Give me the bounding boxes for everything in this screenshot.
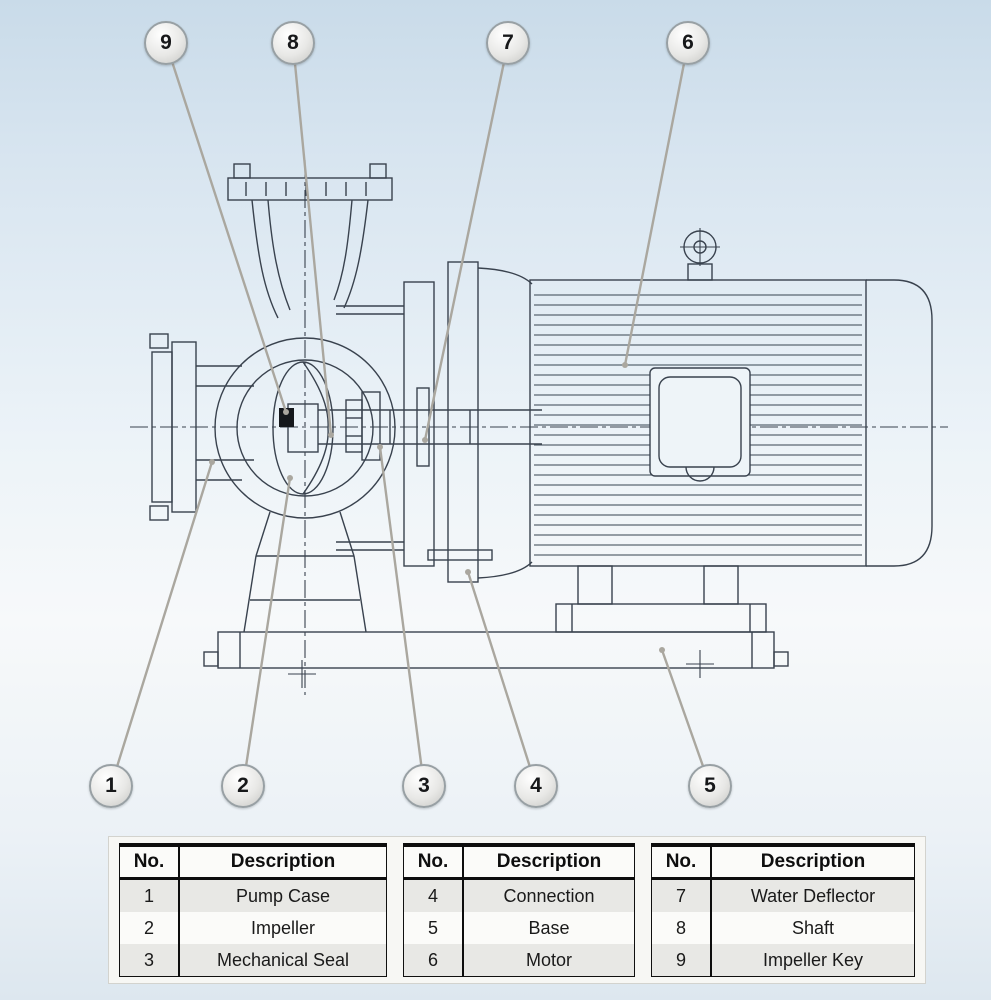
table-row: 9 Impeller Key (651, 944, 915, 977)
part-no: 2 (119, 912, 180, 944)
table3-desc-header: Description (711, 843, 915, 880)
table-row: 4 Connection (403, 878, 635, 912)
callout-circle-3: 3 (402, 764, 446, 808)
callout-circle-1: 1 (89, 764, 133, 808)
table-row: 1 Pump Case (119, 878, 387, 912)
part-desc: Connection (503, 885, 595, 906)
part-no: 3 (119, 944, 180, 977)
motor-feet (555, 565, 767, 633)
table2-no-header: No. (403, 843, 464, 880)
part-desc: Shaft (791, 917, 835, 938)
pump-cross-section-drawing (109, 41, 948, 788)
parts-table-2: No. Description 4 Connection 5 Base 6 Mo… (403, 843, 635, 977)
part-desc: Pump Case (235, 885, 331, 906)
impeller-outline (272, 361, 334, 495)
part-no: 1 (119, 878, 180, 912)
centerline-marks (288, 650, 714, 688)
shaft-outline (318, 409, 542, 445)
drawing-lines (130, 160, 948, 695)
part-desc: Impeller Key (762, 949, 864, 970)
pump-case-outline (214, 199, 396, 557)
callout-circle-2: 2 (221, 764, 265, 808)
table-row: 3 Mechanical Seal (119, 944, 387, 977)
table-row: 6 Motor (403, 944, 635, 977)
part-desc: Mechanical Seal (216, 949, 350, 970)
callout-circle-5: 5 (688, 764, 732, 808)
table2-desc-header: Description (463, 843, 635, 880)
part-desc: Water Deflector (750, 885, 876, 906)
part-no: 5 (403, 912, 464, 944)
table-row: 2 Impeller (119, 912, 387, 944)
part-no: 7 (651, 878, 712, 912)
leader-lines (109, 41, 712, 788)
callout-circle-4: 4 (514, 764, 558, 808)
water-deflector-outline (416, 387, 430, 467)
impeller-key-section (279, 408, 294, 427)
parts-table-3: No. Description 7 Water Deflector 8 Shaf… (651, 843, 915, 977)
table1-no-header: No. (119, 843, 180, 880)
callout-circle-9: 9 (144, 21, 188, 65)
eye-bolt (680, 228, 720, 281)
table-row: 8 Shaft (651, 912, 915, 944)
part-desc: Base (528, 917, 570, 938)
mechanical-seal-outline (345, 391, 381, 461)
part-no: 6 (403, 944, 464, 977)
bracket-outline (336, 281, 493, 567)
base-outline (203, 631, 789, 669)
part-desc: Motor (525, 949, 572, 970)
motor-outline (529, 279, 933, 567)
table1-desc-header: Description (179, 843, 387, 880)
callout-circle-8: 8 (271, 21, 315, 65)
part-no: 8 (651, 912, 712, 944)
table-row: 7 Water Deflector (651, 878, 915, 912)
part-desc: Impeller (250, 917, 316, 938)
table-row: 5 Base (403, 912, 635, 944)
part-no: 9 (651, 944, 712, 977)
callout-circle-7: 7 (486, 21, 530, 65)
part-no: 4 (403, 878, 464, 912)
pump-pedestal (243, 555, 367, 633)
connection-outline (447, 261, 533, 583)
callout-circle-6: 6 (666, 21, 710, 65)
discharge-flange (227, 163, 393, 201)
parts-tables-panel: No. Description 1 Pump Case 2 Impeller 3… (108, 836, 926, 984)
parts-table-1: No. Description 1 Pump Case 2 Impeller 3… (119, 843, 387, 977)
table3-no-header: No. (651, 843, 712, 880)
